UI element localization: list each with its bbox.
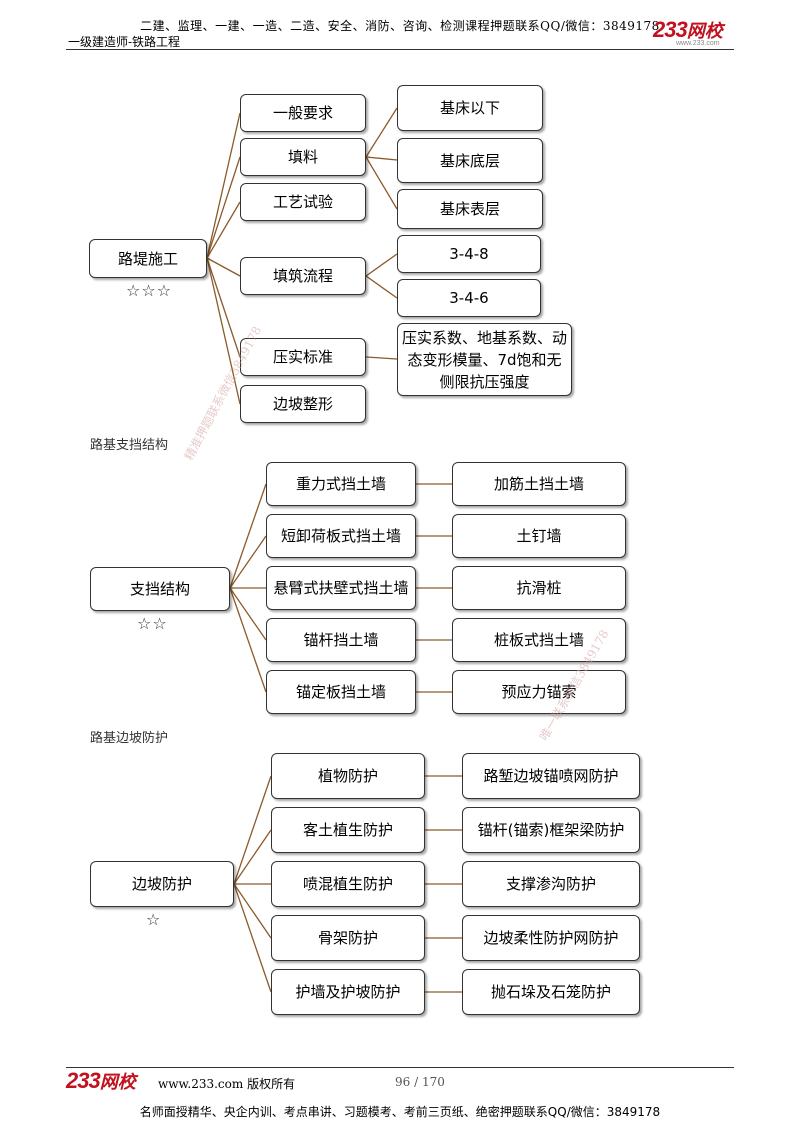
footer-logo-text: 网校 [99,1072,136,1092]
node-subgrade-bed-surface: 基床表层 [397,189,543,229]
node-filling-flow: 填筑流程 [240,257,366,295]
node-plant-protection: 植物防护 [271,753,425,799]
footer-logo-number: 233 [66,1068,101,1093]
node-fill-material: 填料 [240,138,366,176]
header-logo: 233网校 [653,17,723,43]
node-below-subgrade-bed: 基床以下 [397,85,543,131]
footer-rule [66,1067,734,1068]
node-pile-plate-wall: 桩板式挡土墙 [452,618,626,662]
node-anchor-plate-wall: 锚定板挡土墙 [266,670,416,714]
diagram1-rating-stars: ☆☆☆ [126,281,173,300]
footer-site: www.233.com 版权所有 [158,1077,296,1091]
node-cantilever-wall: 悬臂式扶壁式挡土墙 [266,566,416,610]
node-cutting-shotcrete-net: 路堑边坡锚喷网防护 [462,753,640,799]
node-process-test: 工艺试验 [240,183,366,221]
node-soil-planting-protection: 客土植生防护 [271,807,425,853]
node-flow-348: 3-4-8 [397,235,541,273]
header-promo-line: 二建、监理、一建、一造、二造、安全、消防、咨询、检测课程押题联系QQ/微信：38… [140,19,660,33]
node-support-seepage-ditch: 支撑渗沟防护 [462,861,640,907]
node-slope-trimming: 边坡整形 [240,385,366,423]
node-reinforced-earth-wall: 加筋土挡土墙 [452,462,626,506]
header-logo-number: 233 [653,17,688,42]
header-logo-url: www.233.com [676,40,720,47]
node-frame-protection: 骨架防护 [271,915,425,961]
node-compaction-indices: 压实系数、地基系数、动态变形模量、7d饱和无侧限抗压强度 [397,323,572,396]
node-flow-346: 3-4-6 [397,279,541,317]
node-subgrade-bed-bottom: 基床底层 [397,138,543,183]
node-riprap-gabion: 抛石垛及石笼防护 [462,969,640,1015]
diagram3-rating-stars: ☆ [146,910,162,929]
node-anti-slide-pile: 抗滑桩 [452,566,626,610]
node-anchor-rod-wall: 锚杆挡土墙 [266,618,416,662]
footer-promo-line: 名师面授精华、央企内训、考点串讲、习题模考、考前三页纸、绝密押题联系QQ/微信：… [139,1105,661,1119]
node-general-requirements: 一般要求 [240,94,366,132]
footer-logo: 233网校 [66,1068,136,1094]
section-title-slope-protection: 路基边坡防护 [90,731,169,746]
header-rule [66,49,734,50]
diagram2-root: 支挡结构 [90,567,230,611]
node-gravity-wall: 重力式挡土墙 [266,462,416,506]
node-wall-slope-protection: 护墙及护坡防护 [271,969,425,1015]
header-subtitle: 一级建造师-铁路工程 [68,35,181,49]
node-flexible-net: 边坡柔性防护网防护 [462,915,640,961]
node-compaction-standard: 压实标准 [240,338,366,376]
node-relief-slab-wall: 短卸荷板式挡土墙 [266,514,416,558]
page-number: 96 / 170 [395,1075,445,1089]
section-title-retaining: 路基支挡结构 [90,438,169,453]
node-spray-planting-protection: 喷混植生防护 [271,861,425,907]
node-prestressed-anchor: 预应力锚索 [452,670,626,714]
header-logo-text: 网校 [686,21,723,41]
diagram1-root: 路堤施工 [89,239,207,278]
node-anchor-frame-beam: 锚杆(锚索)框架梁防护 [462,807,640,853]
node-soil-nail-wall: 土钉墙 [452,514,626,558]
diagram2-rating-stars: ☆☆ [137,614,168,633]
diagram3-root: 边坡防护 [90,861,234,907]
